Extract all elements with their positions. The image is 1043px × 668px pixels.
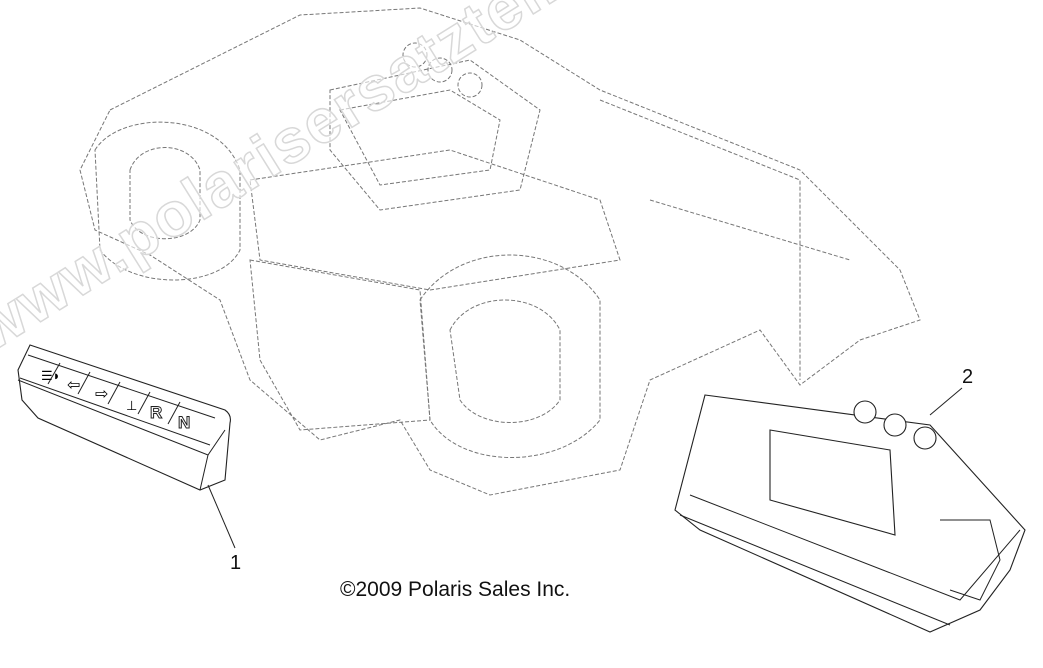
copyright-text: ©2009 Polaris Sales Inc. bbox=[340, 578, 571, 601]
indicator-r: R bbox=[150, 403, 162, 422]
leader-line-2 bbox=[929, 387, 963, 416]
leader-line-1 bbox=[207, 484, 236, 549]
indicator-light-panel: ☰◗ ⇦ ⇨ ⊥ R N bbox=[17, 344, 236, 549]
left-arrow-icon: ⇦ bbox=[67, 377, 80, 394]
pod-housing-phantom bbox=[79, 7, 921, 496]
headlight-icon: ☰◗ bbox=[41, 368, 61, 383]
callout-2: 2 bbox=[962, 366, 974, 388]
indicator-n: N bbox=[178, 413, 190, 432]
temperature-icon: ⊥ bbox=[126, 398, 137, 413]
right-arrow-icon: ⇨ bbox=[95, 386, 108, 403]
callout-1: 1 bbox=[230, 552, 242, 574]
instrument-cluster bbox=[674, 387, 1026, 633]
